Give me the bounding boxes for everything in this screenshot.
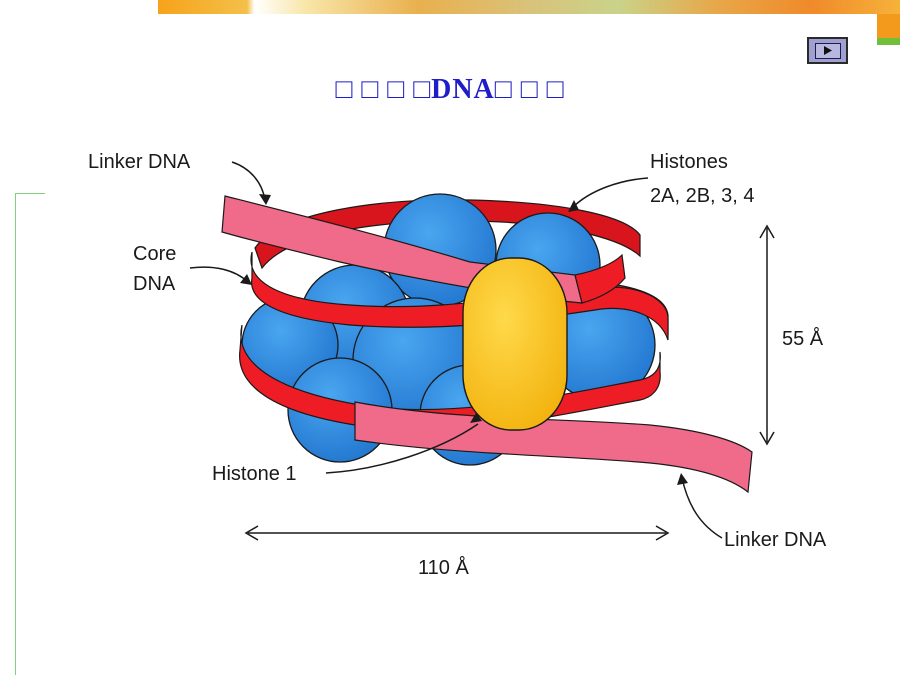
play-button[interactable] (807, 37, 848, 64)
corner-decoration-green (877, 38, 900, 45)
label-dim-width: 110 Å (418, 556, 469, 579)
play-icon (823, 46, 832, 55)
corner-decoration (877, 14, 900, 44)
label-dim-height: 55 Å (782, 327, 824, 350)
label-core-line1: Core (133, 243, 176, 265)
label-linker-dna-top: Linker DNA (88, 151, 191, 173)
left-rule-vertical (15, 193, 16, 675)
dimension-width (244, 525, 670, 541)
histone-1-shape (462, 257, 568, 431)
left-rule-horizontal (15, 193, 45, 194)
core-dna-continuation (574, 253, 626, 304)
label-histone-1: Histone 1 (212, 463, 297, 485)
top-decorative-banner (158, 0, 900, 14)
label-core-line2: DNA (133, 273, 176, 295)
play-icon-frame (814, 42, 841, 59)
arrow-histones (571, 177, 649, 209)
arrow-core-dna (189, 266, 249, 283)
label-linker-dna-bottom: Linker DNA (724, 529, 827, 551)
arrow-linker-bottom (681, 477, 723, 539)
arrow-histone1 (325, 423, 479, 474)
label-histones-line1: Histones (650, 151, 728, 173)
slide-title: □ □ □ □DNA□ □ □ (335, 74, 565, 105)
label-histones-line2: 2A, 2B, 3, 4 (650, 185, 755, 207)
core-dna-front-upper (250, 251, 669, 341)
arrowheads (240, 194, 688, 485)
dimension-height (759, 224, 775, 446)
